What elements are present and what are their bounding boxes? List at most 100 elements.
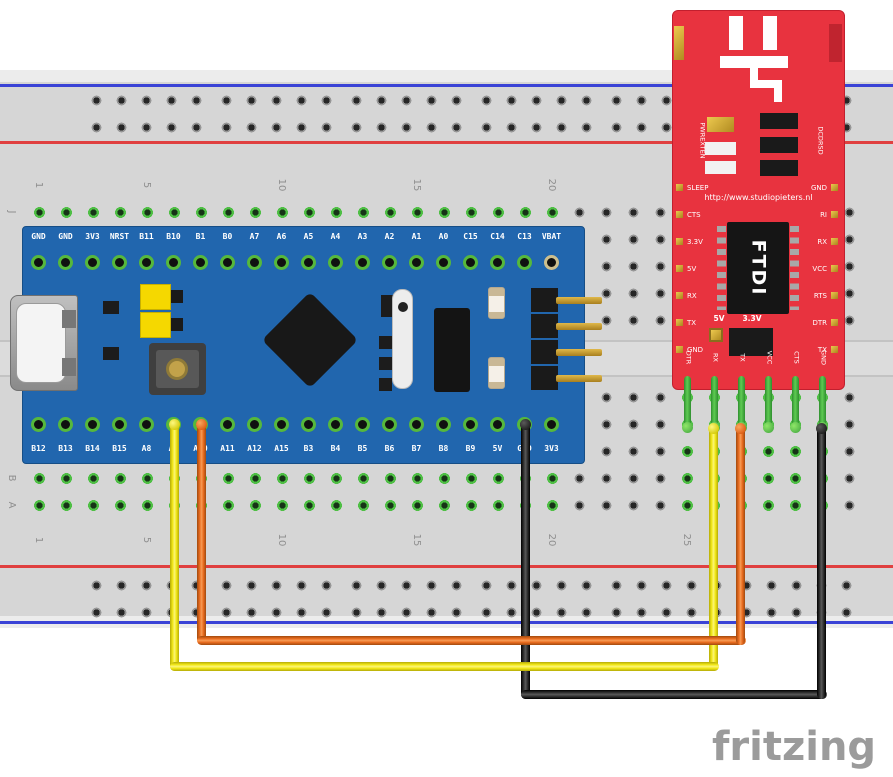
breadboard-hole-row[interactable]: [26, 491, 566, 519]
boot0-jumper[interactable]: [140, 284, 171, 310]
breadboard-hole-row[interactable]: [674, 464, 836, 492]
power-rail-holes[interactable]: [84, 86, 209, 114]
breadboard-hole-row[interactable]: [836, 410, 863, 438]
bluepill-top-pad[interactable]: [355, 255, 370, 270]
breadboard-hole-row[interactable]: [26, 198, 566, 226]
bluepill-bottom-pad[interactable]: [139, 417, 154, 432]
bluepill-top-pad[interactable]: [517, 255, 532, 270]
ftdi-pin-end[interactable]: [789, 422, 801, 433]
bluepill-bottom-pad[interactable]: [31, 417, 46, 432]
power-rail-holes[interactable]: [604, 571, 729, 599]
bluepill-top-pad[interactable]: [544, 255, 559, 270]
bluepill-top-pad[interactable]: [274, 255, 289, 270]
wire-black-vertical-left[interactable]: [521, 420, 530, 699]
power-rail-holes[interactable]: [84, 571, 209, 599]
ftdi-pin-label[interactable]: SLEEP: [676, 174, 718, 201]
ftdi-pin-label[interactable]: GND: [798, 174, 838, 201]
bluepill-top-pad[interactable]: [112, 255, 127, 270]
breadboard-hole-row[interactable]: [593, 410, 674, 438]
bluepill-bottom-pad[interactable]: [247, 417, 262, 432]
ftdi-pin-leg[interactable]: [791, 376, 799, 430]
power-rail-holes[interactable]: [474, 571, 599, 599]
bluepill-bottom-pad[interactable]: [85, 417, 100, 432]
power-rail-holes[interactable]: [604, 598, 729, 626]
breadboard-hole-row[interactable]: [836, 491, 863, 519]
bluepill-top-pad[interactable]: [220, 255, 235, 270]
bluepill-bottom-pad[interactable]: [301, 417, 316, 432]
bluepill-bottom-pad[interactable]: [409, 417, 424, 432]
bluepill-top-pad[interactable]: [382, 255, 397, 270]
ftdi-pin-label[interactable]: TX: [676, 309, 718, 336]
bluepill-top-pad[interactable]: [58, 255, 73, 270]
bluepill-bottom-pad[interactable]: [382, 417, 397, 432]
ftdi-pin-label[interactable]: 3.3V: [676, 228, 718, 255]
wire-orange-end[interactable]: [196, 419, 207, 430]
bluepill-top-pad[interactable]: [436, 255, 451, 270]
reset-button-cap[interactable]: [166, 358, 188, 380]
ftdi-pin-label[interactable]: RX: [676, 282, 718, 309]
breadboard-hole-row[interactable]: [836, 437, 863, 465]
power-rail-holes[interactable]: [214, 598, 339, 626]
wire-orange-vertical-right[interactable]: [736, 424, 745, 645]
ftdi-pin-leg[interactable]: [818, 376, 826, 430]
wire-orange-horizontal[interactable]: [197, 636, 746, 645]
ftdi-pin-label[interactable]: RI: [798, 201, 838, 228]
ftdi-pin-label[interactable]: GND: [676, 336, 718, 363]
power-rail-holes[interactable]: [214, 86, 339, 114]
voltage-jumper-pad[interactable]: [709, 328, 723, 342]
wire-yellow-vertical-right[interactable]: [709, 424, 718, 671]
wire-black-end[interactable]: [816, 423, 827, 434]
breadboard-hole-row[interactable]: [26, 464, 566, 492]
power-rail-holes[interactable]: [214, 113, 339, 141]
ftdi-pin-label[interactable]: RX: [798, 228, 838, 255]
ftdi-pin-end[interactable]: [681, 422, 693, 433]
ftdi-pin-label[interactable]: TX: [798, 336, 838, 363]
bluepill-top-pad[interactable]: [85, 255, 100, 270]
bluepill-bottom-pad[interactable]: [220, 417, 235, 432]
bluepill-bottom-pad[interactable]: [355, 417, 370, 432]
boot1-jumper[interactable]: [140, 312, 171, 338]
debug-header-pin[interactable]: [556, 349, 602, 356]
debug-header-pin[interactable]: [556, 297, 602, 304]
breadboard-hole-row[interactable]: [566, 491, 674, 519]
bluepill-top-pad[interactable]: [301, 255, 316, 270]
ftdi-pin-leg[interactable]: [710, 376, 718, 430]
power-rail-holes[interactable]: [84, 598, 209, 626]
bluepill-bottom-pad[interactable]: [58, 417, 73, 432]
power-rail-holes[interactable]: [344, 86, 469, 114]
bluepill-top-pad[interactable]: [463, 255, 478, 270]
ftdi-pin-leg[interactable]: [764, 376, 772, 430]
bluepill-bottom-pad[interactable]: [328, 417, 343, 432]
wire-black-end[interactable]: [520, 419, 531, 430]
wire-black-vertical-right[interactable]: [817, 424, 826, 699]
ftdi-pin-label[interactable]: 5V: [676, 255, 718, 282]
breadboard-hole-row[interactable]: [836, 464, 863, 492]
bluepill-top-pad[interactable]: [139, 255, 154, 270]
bluepill-bottom-pad[interactable]: [463, 417, 478, 432]
bluepill-bottom-pad[interactable]: [112, 417, 127, 432]
power-rail-holes[interactable]: [474, 113, 599, 141]
voltage-jumper-block[interactable]: [729, 328, 773, 356]
bluepill-top-pad[interactable]: [166, 255, 181, 270]
power-rail-holes[interactable]: [734, 598, 859, 626]
wire-orange-vertical-left[interactable]: [197, 420, 206, 644]
bluepill-top-pad[interactable]: [328, 255, 343, 270]
power-rail-holes[interactable]: [474, 598, 599, 626]
breadboard-hole-row[interactable]: [593, 383, 674, 411]
breadboard-hole-row[interactable]: [674, 410, 836, 438]
bluepill-top-pad[interactable]: [409, 255, 424, 270]
bluepill-bottom-pad[interactable]: [274, 417, 289, 432]
power-rail-holes[interactable]: [734, 571, 859, 599]
power-rail-holes[interactable]: [84, 113, 209, 141]
power-rail-holes[interactable]: [344, 571, 469, 599]
bluepill-top-pad[interactable]: [193, 255, 208, 270]
bluepill-top-pad[interactable]: [247, 255, 262, 270]
power-rail-holes[interactable]: [474, 86, 599, 114]
debug-header-pin[interactable]: [556, 375, 602, 382]
wire-yellow-end[interactable]: [169, 419, 180, 430]
breadboard-hole-row[interactable]: [674, 491, 836, 519]
ftdi-pin-label[interactable]: DTR: [798, 309, 838, 336]
bluepill-bottom-pad[interactable]: [544, 417, 559, 432]
ftdi-pin-label[interactable]: VCC: [798, 255, 838, 282]
bluepill-bottom-pad[interactable]: [436, 417, 451, 432]
